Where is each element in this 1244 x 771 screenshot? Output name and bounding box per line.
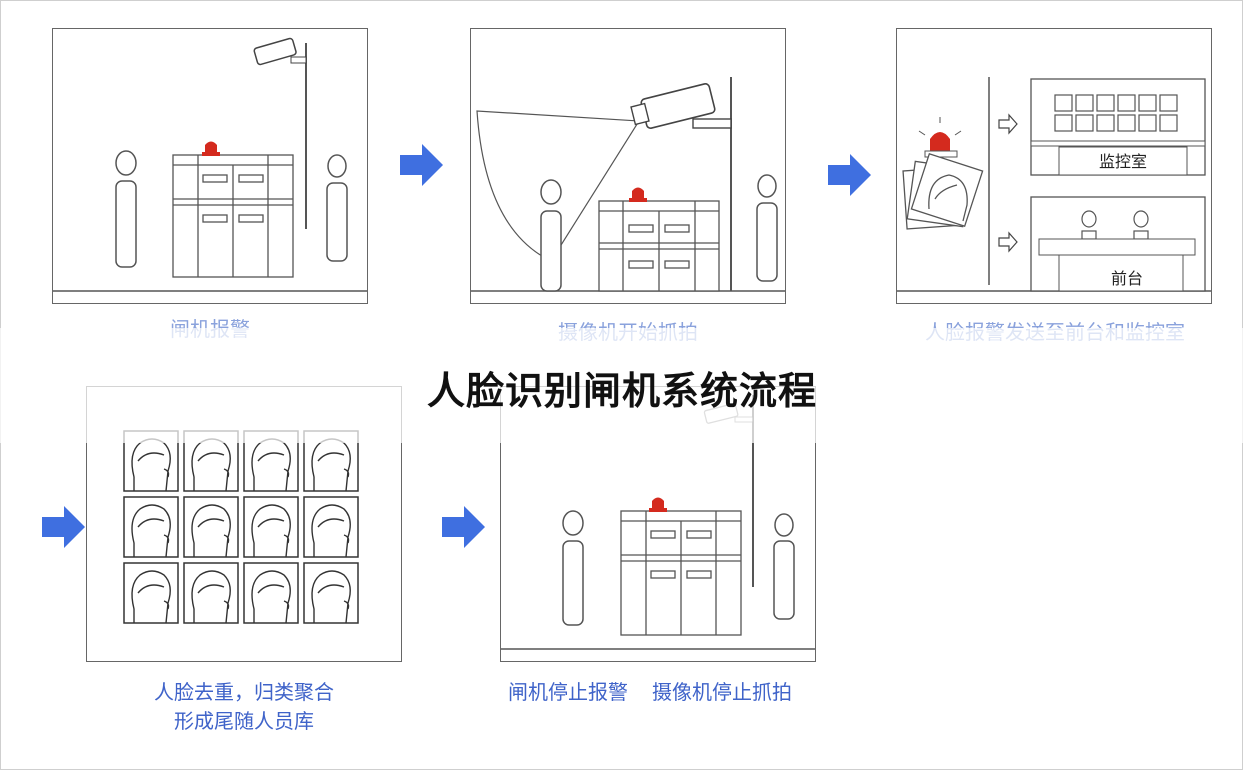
face-icon: [183, 496, 239, 558]
camera-icon: [630, 83, 732, 129]
monitor-room-label: 监控室: [1099, 152, 1147, 171]
arrow-right-icon: [828, 154, 871, 196]
turnstile-icon: [620, 510, 742, 636]
panel-camera-capture: [470, 28, 786, 304]
caption-face-dedup-line1: 人脸去重，归类聚合: [154, 680, 334, 704]
scene-gate-alarm: [53, 37, 367, 292]
person-icon: [756, 174, 778, 282]
alarm-light-icon: [918, 117, 962, 158]
face-icon: [243, 562, 299, 624]
scene-stop-alarm: [501, 395, 815, 650]
person-icon: [540, 179, 562, 292]
alarm-light-icon: [629, 187, 647, 202]
arrow-right-icon: [998, 231, 1018, 253]
scene-camera-capture: [471, 77, 785, 292]
front-desk-label: 前台: [1111, 269, 1143, 288]
monitor-screens: [1054, 94, 1178, 132]
alarm-light-icon: [649, 497, 667, 512]
turnstile-icon: [598, 200, 720, 292]
turnstile-icon: [172, 154, 294, 278]
person-icon: [773, 513, 795, 620]
camera-icon: [253, 37, 307, 66]
monitor-room: 监控室: [1030, 78, 1206, 176]
caption-stop: 闸机停止报警摄像机停止抓拍: [480, 678, 820, 707]
panel-alert-dispatch: 监控室 前台: [896, 28, 1212, 304]
panel-gate-alarm: [52, 28, 368, 304]
scene-alert-dispatch: 监控室 前台: [897, 77, 1211, 292]
caption-face-dedup: 人脸去重，归类聚合 形成尾随人员库: [86, 678, 402, 736]
face-icon: [123, 562, 179, 624]
caption-stop-camera: 摄像机停止抓拍: [652, 680, 792, 704]
face-icon: [183, 562, 239, 624]
title-band: [0, 328, 1244, 443]
person-icon: [115, 150, 137, 268]
page-title: 人脸识别闸机系统流程: [426, 369, 817, 413]
face-icon: [123, 496, 179, 558]
arrow-right-icon: [442, 506, 485, 548]
face-icon: [303, 496, 359, 558]
person-icon: [326, 154, 348, 262]
arrow-right-icon: [998, 113, 1018, 135]
face-icon: [902, 152, 984, 230]
caption-stop-gate: 闸机停止报警: [508, 680, 628, 704]
arrow-right-icon: [400, 144, 443, 186]
person-icon: [562, 510, 584, 626]
alarm-light-icon: [202, 141, 220, 156]
arrow-right-icon: [42, 506, 85, 548]
face-icon: [243, 496, 299, 558]
caption-face-dedup-line2: 形成尾随人员库: [174, 709, 314, 733]
face-icon: [303, 562, 359, 624]
front-desk: 前台: [1030, 196, 1206, 292]
